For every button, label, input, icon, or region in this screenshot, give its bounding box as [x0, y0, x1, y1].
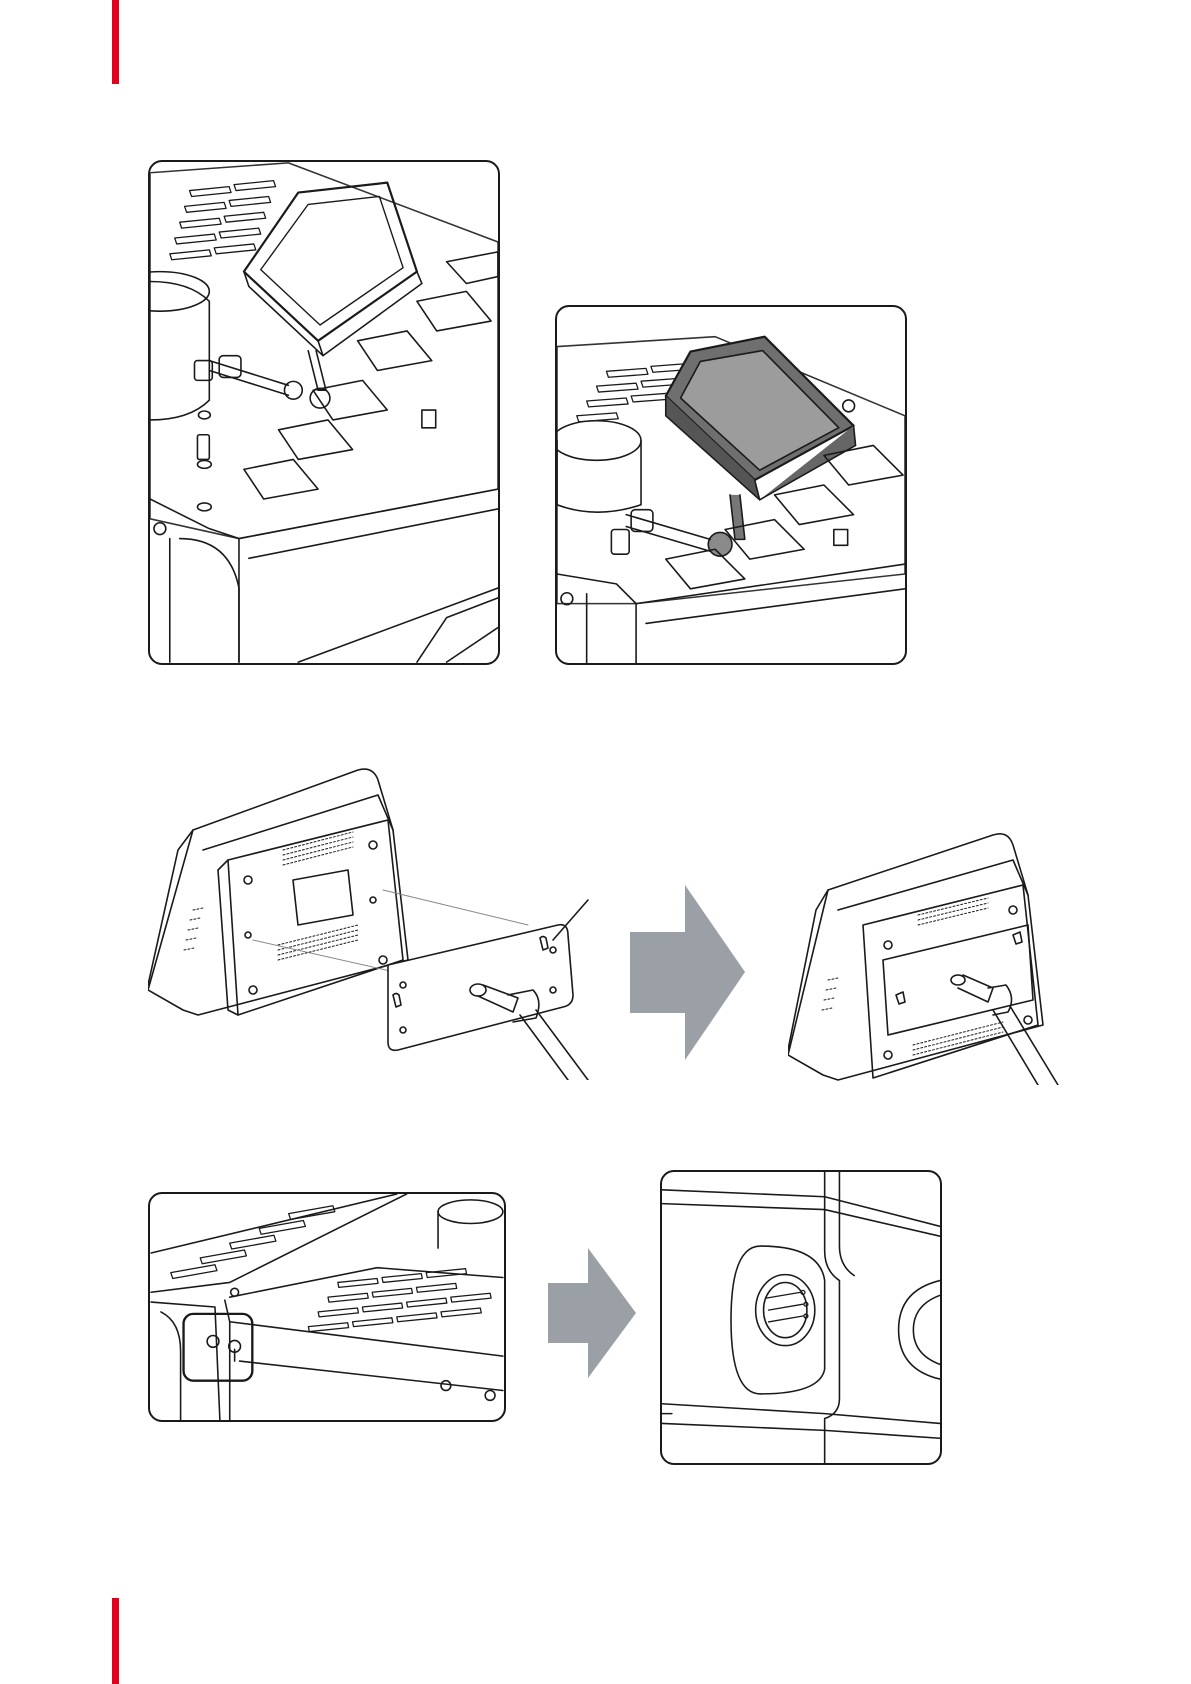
- figure-panel-mount-step-1: [148, 160, 500, 665]
- figure-plate-attach-after: [788, 830, 1063, 1085]
- page-accent-bar-top: [112, 0, 119, 84]
- process-arrow-icon: [630, 885, 745, 1060]
- figure-plate-attach-before: [148, 760, 618, 1080]
- figure-connector-location: [148, 1192, 506, 1422]
- figure-panel-mount-step-2: [555, 305, 907, 665]
- process-arrow-icon: [548, 1248, 636, 1378]
- page-accent-bar-bottom: [112, 1598, 119, 1684]
- figure-connector-detail: [660, 1170, 942, 1465]
